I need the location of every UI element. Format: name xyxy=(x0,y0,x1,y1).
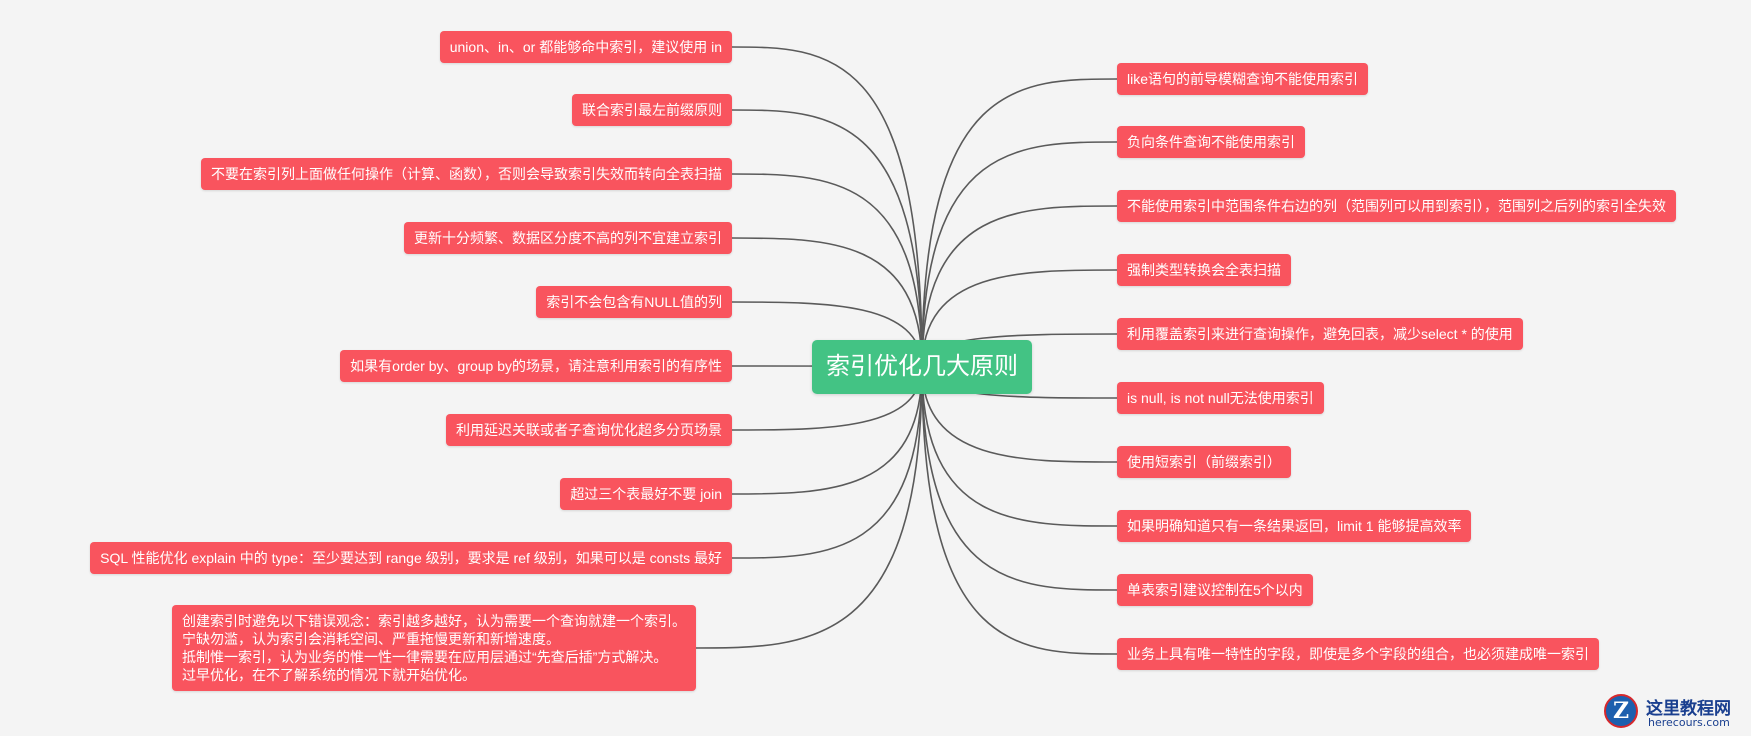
left-branch-node[interactable]: 索引不会包含有NULL值的列 xyxy=(536,286,732,318)
logo-title: 这里教程网 xyxy=(1646,699,1731,719)
connector-line xyxy=(921,205,1118,368)
connector-line xyxy=(731,237,923,368)
left-branch-note[interactable]: 创建索引时避免以下错误观念：索引越多越好，认为需要一个查询就建一个索引。 宁缺勿… xyxy=(172,605,696,691)
right-branch-node[interactable]: 负向条件查询不能使用索引 xyxy=(1117,126,1305,158)
left-branch-node[interactable]: 利用延迟关联或者子查询优化超多分页场景 xyxy=(446,414,732,446)
connector-line xyxy=(731,173,923,368)
note-line: 创建索引时避免以下错误观念：索引越多越好，认为需要一个查询就建一个索引。 xyxy=(182,613,686,629)
connector-line xyxy=(921,141,1118,368)
left-branch-node[interactable]: 超过三个表最好不要 join xyxy=(560,478,732,510)
connector-line xyxy=(731,366,923,495)
right-branch-node[interactable]: 利用覆盖索引来进行查询操作，避免回表，减少select * 的使用 xyxy=(1117,318,1523,350)
site-watermark: Z 这里教程网 herecours.com xyxy=(1604,692,1744,732)
note-line: 宁缺勿滥，认为索引会消耗空间、严重拖慢更新和新增速度。 xyxy=(182,631,560,647)
connector-line xyxy=(731,109,923,368)
left-branch-node[interactable]: 更新十分频繁、数据区分度不高的列不宜建立索引 xyxy=(404,222,732,254)
note-line: 过早优化，在不了解系统的情况下就开始优化。 xyxy=(182,667,476,683)
left-branch-node[interactable]: 如果有order by、group by的场景，请注意利用索引的有序性 xyxy=(340,350,732,382)
note-line: 抵制惟一索引，认为业务的惟一性一律需要在应用层通过“先查后插”方式解决。 xyxy=(182,649,668,665)
connector-line xyxy=(921,269,1118,368)
connector-line xyxy=(921,366,1118,591)
left-branch-node[interactable]: 联合索引最左前缀原则 xyxy=(572,94,732,126)
connector-line xyxy=(921,78,1118,368)
connector-line xyxy=(731,366,923,559)
right-branch-node[interactable]: 使用短索引（前缀索引） xyxy=(1117,446,1291,478)
connector-line xyxy=(921,366,1118,527)
right-branch-node[interactable]: 单表索引建议控制在5个以内 xyxy=(1117,574,1313,606)
connector-line xyxy=(921,366,1118,463)
central-topic[interactable]: 索引优化几大原则 xyxy=(812,340,1032,394)
right-branch-node[interactable]: 不能使用索引中范围条件右边的列（范围列可以用到索引），范围列之后列的索引全失效 xyxy=(1117,190,1676,222)
left-branch-node[interactable]: 不要在索引列上面做任何操作（计算、函数），否则会导致索引失效而转向全表扫描 xyxy=(201,158,732,190)
right-branch-node[interactable]: 如果明确知道只有一条结果返回，limit 1 能够提高效率 xyxy=(1117,510,1472,542)
connector-line xyxy=(731,46,923,368)
logo-icon: Z xyxy=(1604,694,1638,728)
logo-subtitle: herecours.com xyxy=(1648,716,1730,729)
right-branch-node[interactable]: 业务上具有唯一特性的字段，即使是多个字段的组合，也必须建成唯一索引 xyxy=(1117,638,1599,670)
right-branch-node[interactable]: like语句的前导模糊查询不能使用索引 xyxy=(1117,63,1369,95)
connector-line xyxy=(695,366,923,649)
connector-line xyxy=(921,366,1118,655)
left-branch-node[interactable]: SQL 性能优化 explain 中的 type：至少要达到 range 级别，… xyxy=(90,542,732,574)
right-branch-node[interactable]: is null, is not null无法使用索引 xyxy=(1117,382,1324,414)
right-branch-node[interactable]: 强制类型转换会全表扫描 xyxy=(1117,254,1291,286)
left-branch-node[interactable]: union、in、or 都能够命中索引，建议使用 in xyxy=(439,31,732,63)
